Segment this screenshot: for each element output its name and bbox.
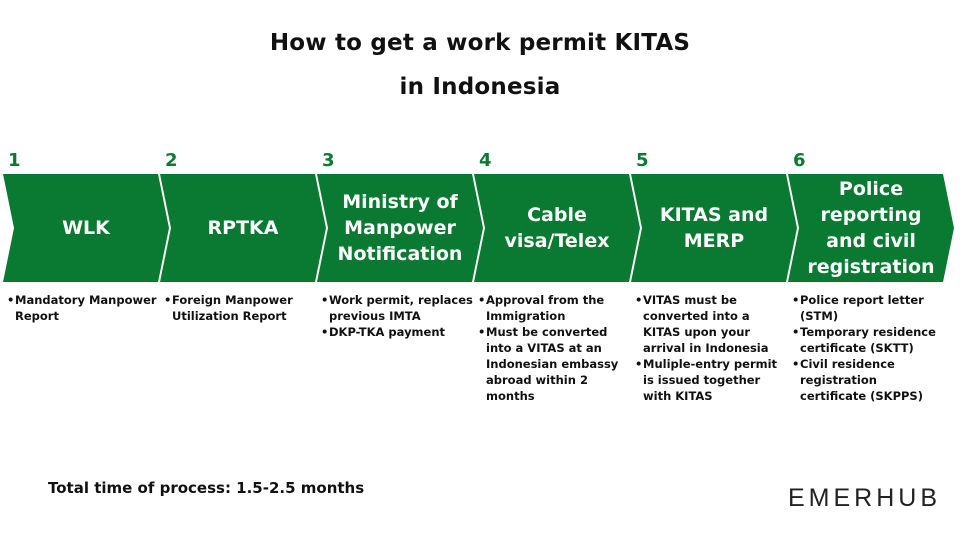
- note-item: Muliple-entry permit is issued together …: [635, 356, 787, 404]
- total-time: Total time of process: 1.5-2.5 months: [48, 479, 365, 497]
- note-item: Mandatory Manpower Report: [7, 292, 159, 324]
- note-item: Approval from the Immigration: [478, 292, 630, 324]
- step-label: RPTKA: [207, 217, 279, 239]
- step-label: WLK: [62, 217, 110, 239]
- note-item: Work permit, replaces previous IMTA: [321, 292, 473, 324]
- step-label: Police reporting and civil registration: [807, 178, 935, 278]
- step-label: Ministry of Manpower Notification: [337, 191, 463, 265]
- note-item: VITAS must be converted into a KITAS upo…: [635, 292, 787, 356]
- chevron-step-2: [160, 174, 326, 282]
- note-item: DKP-TKA payment: [321, 324, 473, 340]
- step-label: Cable visa/Telex: [504, 204, 610, 252]
- chevron-band: [3, 174, 954, 282]
- step-number: 5: [636, 150, 649, 171]
- title-line-2: in Indonesia: [399, 74, 561, 100]
- chevron-step-1: [3, 174, 169, 282]
- step-notes: Foreign Manpower Utilization Report: [164, 292, 316, 324]
- step-notes: Mandatory Manpower Report: [7, 292, 159, 324]
- step-number: 4: [479, 150, 492, 171]
- step-notes: VITAS must be converted into a KITAS upo…: [635, 292, 787, 404]
- step-number: 1: [8, 150, 21, 171]
- title-line-1: How to get a work permit KITAS: [269, 30, 691, 56]
- note-item: Civil residence registration certificate…: [792, 356, 944, 404]
- note-item: Temporary residence certificate (SKTT): [792, 324, 944, 356]
- step-number: 6: [793, 150, 806, 171]
- step-label: KITAS and MERP: [659, 204, 769, 252]
- step-number: 2: [165, 150, 178, 171]
- step-notes: Work permit, replaces previous IMTADKP-T…: [321, 292, 473, 340]
- chevron-step-6: [788, 174, 954, 282]
- step-notes: Police report letter (STM)Temporary resi…: [792, 292, 944, 404]
- note-item: Police report letter (STM): [792, 292, 944, 324]
- chevron-step-3: [317, 174, 483, 282]
- chevron-step-5: [631, 174, 797, 282]
- chevron-step-4: [474, 174, 640, 282]
- note-item: Foreign Manpower Utilization Report: [164, 292, 316, 324]
- step-notes: Approval from the ImmigrationMust be con…: [478, 292, 630, 404]
- note-item: Must be converted into a VITAS at an Ind…: [478, 324, 630, 404]
- emerhub-logo: EMERHUB: [788, 484, 942, 512]
- step-number: 3: [322, 150, 335, 171]
